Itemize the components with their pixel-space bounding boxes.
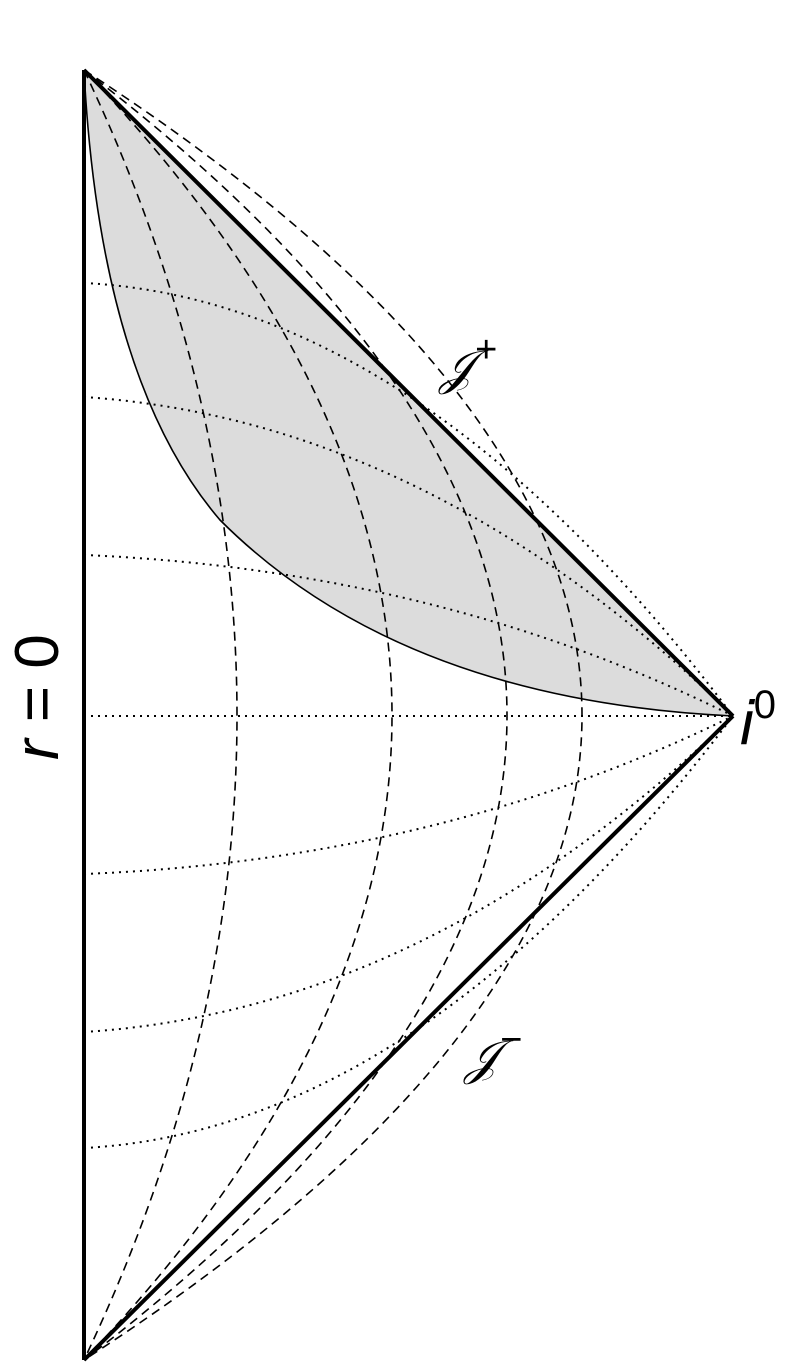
scri-plus-label: 𝒥+ (440, 329, 497, 397)
origin-var: r (3, 739, 72, 760)
scri-minus-base: 𝒥 (465, 1030, 499, 1086)
scri-plus-base: 𝒥 (440, 340, 474, 396)
hyperboloidal-slice-curve (83, 69, 734, 717)
origin-eq: = 0 (3, 634, 72, 740)
spatial-infinity-sup: 0 (753, 683, 777, 727)
dashed-curve (83, 69, 508, 1361)
dotted-slices (83, 282, 734, 1149)
spatial-infinity-base: i (740, 689, 754, 758)
dashed-curve (83, 69, 393, 1361)
dotted-slice (83, 554, 734, 717)
dotted-slice (83, 715, 734, 875)
dotted-slice (83, 715, 734, 1149)
scri-plus-sup: + (475, 329, 498, 371)
scri-minus-label: 𝒥− (465, 1019, 522, 1087)
scri-minus-sup: − (500, 1019, 523, 1061)
boundary-scri-minus (82, 714, 735, 1362)
boundary-scri-plus (82, 68, 735, 718)
dotted-slice (83, 715, 734, 1033)
dotted-slice (83, 396, 734, 717)
dashed-curve (83, 69, 583, 1361)
dashed-curves (83, 69, 583, 1361)
dashed-curve (83, 69, 238, 1361)
spatial-infinity-label: i0 (740, 683, 776, 759)
origin-label: r = 0 (2, 634, 73, 760)
